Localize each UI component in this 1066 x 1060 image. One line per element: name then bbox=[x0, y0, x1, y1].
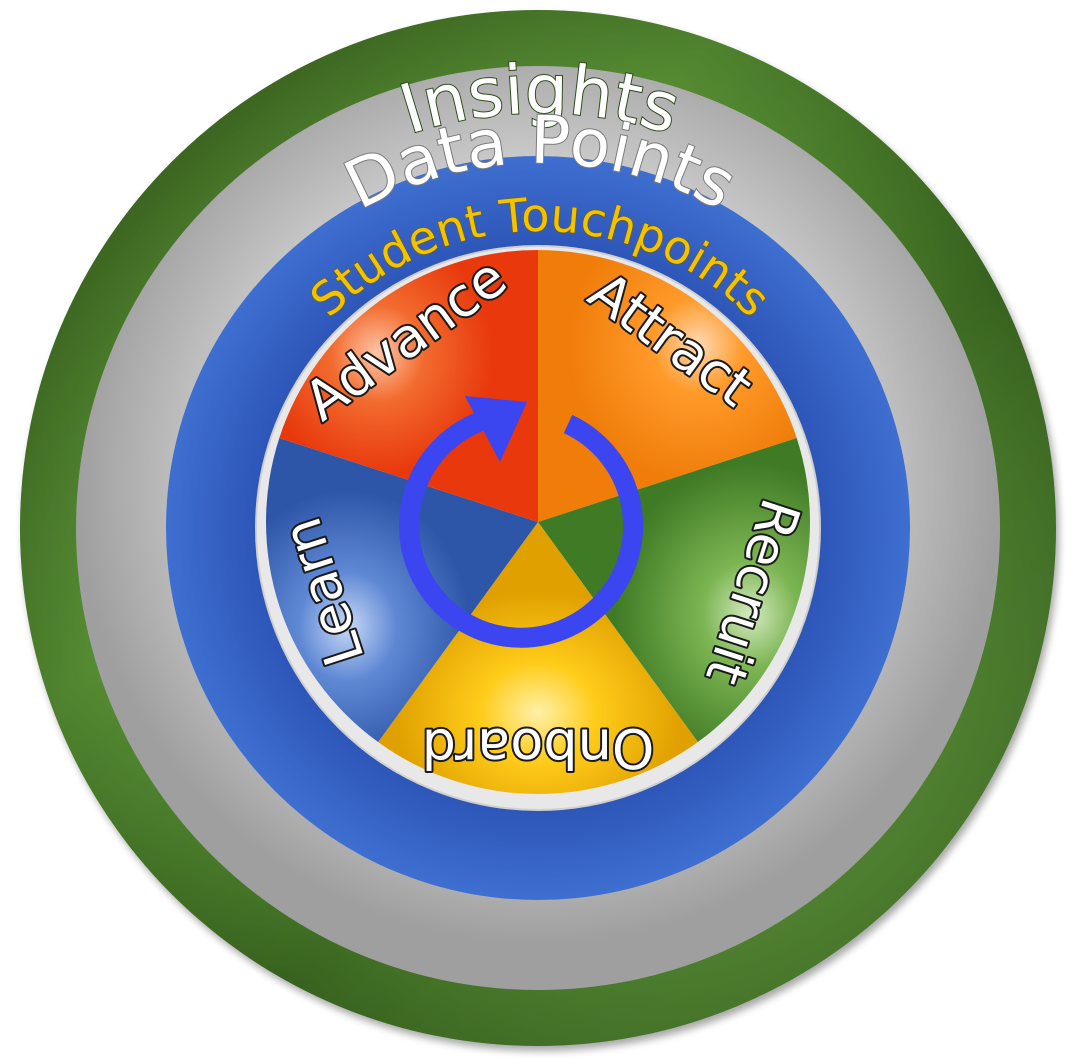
segment-learn bbox=[266, 437, 538, 743]
insights-label: Insights bbox=[391, 51, 688, 151]
segment-onboard bbox=[378, 522, 698, 794]
segment-advance bbox=[279, 250, 538, 522]
segment-recruit bbox=[538, 437, 811, 743]
circular-arrow-icon bbox=[399, 396, 644, 648]
segment-label-onboard: Onboard bbox=[422, 716, 655, 779]
lifecycle-wheel bbox=[266, 250, 811, 794]
